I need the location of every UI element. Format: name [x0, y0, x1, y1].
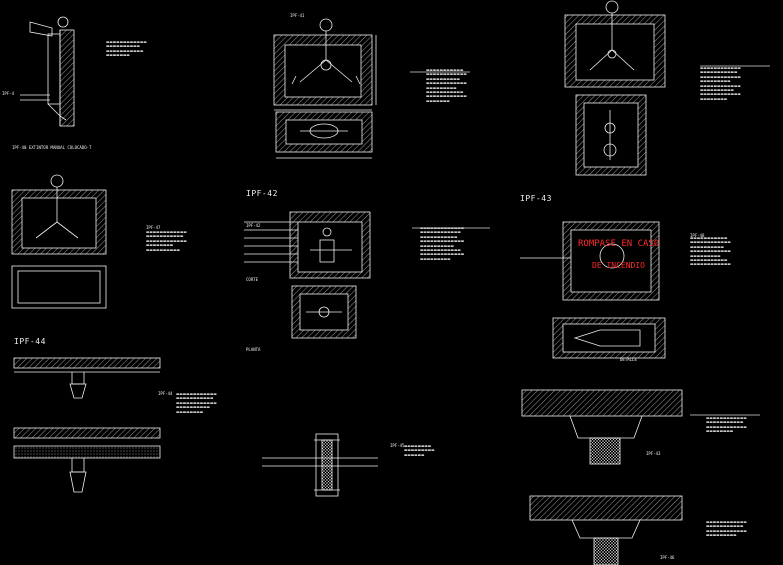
ipf40-title: IPF-40 EXTINTOR MANUAL COLOCADO-T — [12, 145, 92, 150]
code-ipf-43: IPF-43 — [646, 451, 661, 456]
hose-cabinet-top-elevation — [273, 18, 377, 111]
notes-block-slab-1: ▬▬▬▬▬▬▬▬▬▬▬▬▬▬▬▬▬▬▬▬▬▬▬▬▬▬▬▬▬▬▬▬▬▬▬▬▬▬▬▬… — [706, 416, 747, 434]
notes-block-ipf40: ▬▬▬▬▬▬▬▬▬▬▬▬▬▬▬▬▬▬▬▬▬▬▬▬▬▬▬▬▬▬▬▬▬▬▬▬▬▬▬▬ — [106, 40, 147, 58]
ipf42-valve-box — [244, 211, 371, 339]
hose-cabinet-right-elevation — [564, 0, 666, 88]
slab-detail-2 — [529, 495, 683, 565]
notes-block-top-center: ▬▬▬▬▬▬▬▬▬▬▬▬▬▬▬▬▬▬▬▬▬▬▬▬▬▬▬▬▬▬▬▬▬▬▬▬▬▬▬▬… — [426, 68, 467, 103]
ipf43-cabinet — [520, 221, 666, 359]
hose-cabinet-top-plan — [275, 111, 373, 159]
code-ipf-47: IPF-47 — [146, 225, 161, 230]
code-ipf-44: IPF-44 — [158, 391, 173, 396]
pipe-coupling-detail — [262, 433, 378, 497]
panel-incendio-text: DE INCENDIO — [592, 261, 645, 270]
ipf44-sprinkler-details — [13, 357, 161, 493]
code-ipf-45: IPF-45 — [390, 443, 405, 448]
slab-detail-1 — [521, 389, 683, 465]
code-ipf-41: IPF-41 — [290, 13, 305, 18]
ipf44-title: IPF-44 — [14, 337, 46, 346]
code-ipf-48: IPF-48 — [690, 233, 705, 238]
caption-corte: CORTE — [246, 277, 259, 282]
panel-rompase-text: ROMPASE EN CASO — [578, 239, 660, 249]
code-ipf-42: IPF-42 — [246, 223, 261, 228]
notes-block-top-right: ▬▬▬▬▬▬▬▬▬▬▬▬▬▬▬▬▬▬▬▬▬▬▬▬▬▬▬▬▬▬▬▬▬▬▬▬▬▬▬▬… — [700, 66, 741, 101]
ipf42-title: IPF-42 — [246, 189, 278, 198]
ipf43-title: IPF-43 — [520, 194, 552, 203]
notes-block-pipe: ▬▬▬▬▬▬▬▬▬▬▬▬▬▬▬▬▬▬▬▬▬▬▬ — [404, 444, 435, 457]
ipf40-extinguisher-detail — [20, 16, 75, 127]
hose-cabinet-right-plan — [575, 94, 647, 176]
caption-detalle: DETALLE — [620, 357, 637, 362]
notes-block-ipf44: ▬▬▬▬▬▬▬▬▬▬▬▬▬▬▬▬▬▬▬▬▬▬▬▬▬▬▬▬▬▬▬▬▬▬▬▬▬▬▬▬… — [176, 392, 217, 414]
caption-planta: PLANTA — [246, 347, 261, 352]
note-blocks — [410, 65, 770, 416]
notes-block-ipf42: ▬▬▬▬▬▬▬▬▬▬▬▬▬▬▬▬▬▬▬▬▬▬▬▬▬▬▬▬▬▬▬▬▬▬▬▬▬▬▬▬… — [420, 226, 465, 261]
code-ipf-46: IPF-46 — [660, 555, 675, 560]
code-ipf-4: IPF-4 — [2, 91, 15, 96]
notes-block-slab-2: ▬▬▬▬▬▬▬▬▬▬▬▬▬▬▬▬▬▬▬▬▬▬▬▬▬▬▬▬▬▬▬▬▬▬▬▬▬▬▬▬… — [706, 520, 747, 538]
cabinet-left-mid — [11, 174, 107, 309]
notes-block-ipf43: ▬▬▬▬▬▬▬▬▬▬▬▬▬▬▬▬▬▬▬▬▬▬▬▬▬▬▬▬▬▬▬▬▬▬▬▬▬▬▬▬… — [690, 236, 731, 267]
notes-block-mid-left: ▬▬▬▬▬▬▬▬▬▬▬▬▬▬▬▬▬▬▬▬▬▬▬▬▬▬▬▬▬▬▬▬▬▬▬▬▬▬▬▬… — [146, 230, 187, 252]
